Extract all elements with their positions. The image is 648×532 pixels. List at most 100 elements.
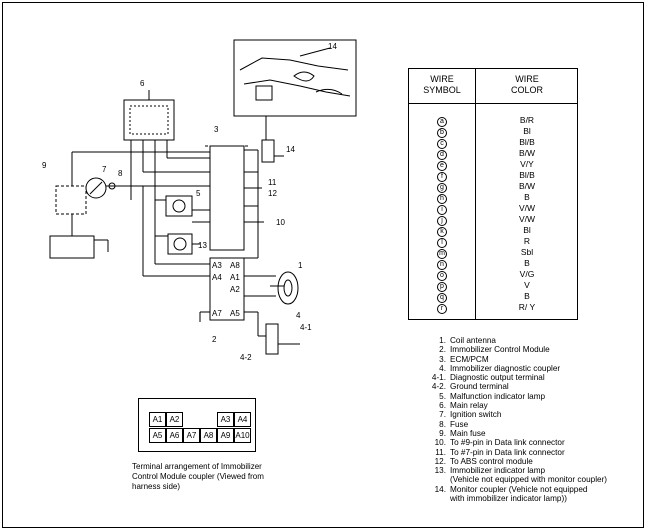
diagram-frame [2, 2, 644, 528]
pin-a3: A3 [212, 261, 222, 270]
wire-symbol: m [409, 247, 475, 259]
legend-text: Immobilizer indicator lamp [450, 466, 546, 476]
legend-number: 10. [434, 438, 446, 448]
terminal-a10: A10 [234, 428, 251, 443]
terminal-a5: A5 [149, 428, 166, 443]
wire-symbol: j [409, 214, 475, 226]
label-11: 11 [268, 178, 277, 187]
legend-item: 9. Main fuse [414, 429, 607, 438]
legend-number: 7. [439, 410, 446, 420]
wire-symbol: k [409, 225, 475, 237]
coupler-terminal-box: A1 A2 A3 A4 A5 A6 A7 A8 A9 A10 [138, 398, 256, 452]
wire-symbol: i [409, 203, 475, 215]
wire-symbol-header: WIRE SYMBOL [409, 74, 475, 96]
legend-text: Ground terminal [450, 382, 509, 392]
legend-number: 9. [439, 428, 446, 438]
wire-symbol-badge: h [437, 194, 447, 204]
label-8: 8 [118, 169, 123, 178]
legend-item: 4-1. Diagnostic output terminal [414, 373, 607, 382]
terminal-a2: A2 [166, 412, 183, 427]
label-2: 2 [212, 335, 217, 344]
legend-number: 4-1. [431, 373, 446, 383]
label-4-1: 4-1 [300, 323, 312, 332]
legend-text: (Vehicle not equipped with monitor coupl… [450, 475, 608, 485]
wire-color-header-l1: WIRE [515, 74, 539, 84]
wire-symbol-badge: d [437, 150, 447, 160]
label-4-2: 4-2 [240, 353, 252, 362]
coupler-caption-l3: harness side) [132, 482, 181, 491]
wire-color: V/W [518, 203, 536, 213]
legend-text: ECM/PCM [450, 354, 489, 364]
ignition-switch [85, 177, 107, 199]
label-9: 9 [42, 161, 47, 170]
diagnostic-coupler [265, 323, 279, 355]
wire-color: R/ Y [518, 302, 536, 312]
wire-symbol: a [409, 115, 475, 127]
legend-number: 8. [439, 419, 446, 429]
legend-item: with immobilizer indicator lamp)) [414, 494, 607, 503]
immobilizer-lamp [167, 233, 193, 255]
legend-item: 1.Coil antenna [414, 336, 607, 345]
legend-item: 10.To #9-pin in Data link connector [414, 438, 607, 447]
wire-color: Bl [523, 225, 531, 235]
wire-symbol: q [409, 291, 475, 303]
label-3: 3 [214, 125, 219, 134]
terminal-a4: A4 [234, 412, 251, 427]
legend-item: 14.Monitor coupler (Vehicle not equipped [414, 485, 607, 494]
legend-text: Main relay [450, 401, 488, 411]
legend-item: 4-2.Ground terminal [414, 382, 607, 391]
ecm-pcm [209, 145, 245, 251]
wire-color: B/R [519, 115, 535, 125]
legend-number: 4. [439, 363, 446, 373]
pin-a1: A1 [230, 273, 240, 282]
wire-symbol: p [409, 280, 475, 292]
wire-symbol: o [409, 269, 475, 281]
wire-table-row: o V/G [409, 269, 577, 281]
legend-text: Main fuse [450, 428, 486, 438]
wire-color: V/W [518, 214, 536, 224]
wire-symbol-badge: a [437, 117, 447, 127]
legend-text: Diagnostic output terminal [450, 373, 545, 383]
legend-item: 4.Immobilizer diagnostic coupler [414, 364, 607, 373]
legend-item: 7.Ignition switch [414, 410, 607, 419]
wire-color: V [524, 280, 530, 290]
wire-symbol: h [409, 192, 475, 204]
wire-symbol: l [409, 236, 475, 248]
legend-text: Malfunction indicator lamp [450, 391, 546, 401]
label-10: 10 [276, 218, 285, 227]
label-4: 4 [296, 311, 301, 320]
terminal-a1: A1 [149, 412, 166, 427]
pin-a8: A8 [230, 261, 240, 270]
label-13: 13 [198, 241, 207, 250]
terminal-a9: A9 [217, 428, 234, 443]
wire-color: B [524, 192, 530, 202]
wire-color: R [523, 236, 531, 246]
wire-symbol: f [409, 170, 475, 182]
legend-number: 14. [434, 484, 446, 494]
wire-symbol-badge: l [437, 238, 447, 248]
wire-symbol: c [409, 137, 475, 149]
legend-item: 3.ECM/PCM [414, 355, 607, 364]
wire-table-row: i V/W [409, 203, 577, 215]
legend-item: 13. Immobilizer indicator lamp [414, 466, 607, 475]
pin-a5: A5 [230, 309, 240, 318]
wire-symbol-badge: g [437, 183, 447, 193]
wire-color: Bl/B [519, 137, 535, 147]
legend-number: 13. [434, 466, 446, 476]
wire-symbol-badge: n [437, 260, 447, 270]
wire-table-row: k Bl [409, 225, 577, 237]
wire-symbol-badge: j [437, 216, 447, 226]
wire-color: V/G [519, 269, 535, 279]
legend-number: 1. [439, 336, 446, 345]
legend-item: 5.Malfunction indicator lamp [414, 392, 607, 401]
wire-symbol-badge: i [437, 205, 447, 215]
